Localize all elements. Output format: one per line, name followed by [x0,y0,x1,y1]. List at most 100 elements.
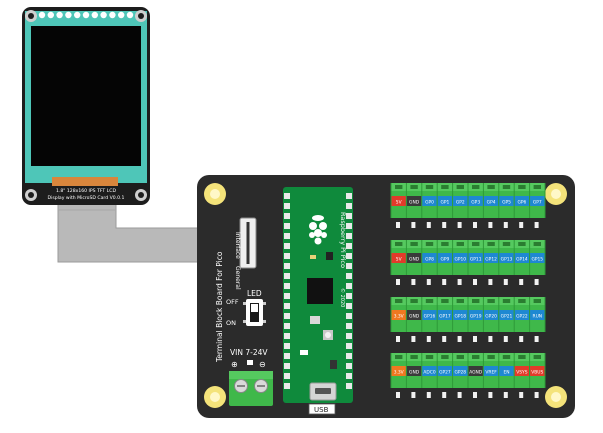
screw-slot[interactable] [518,242,526,246]
screw-slot[interactable] [533,299,541,303]
pin-label-chip [499,196,514,206]
screw-slot[interactable] [425,299,434,303]
screw-slot[interactable] [410,355,418,359]
pico-year: © 2020 [339,288,346,307]
pico-pin [346,363,352,369]
pin-label-chip [499,253,514,263]
terminal-pin [442,279,447,285]
screw-slot[interactable] [395,299,403,303]
screw-slot[interactable] [518,185,526,189]
pin-label: GP8 [425,256,434,262]
screw-slot[interactable] [518,299,526,303]
screw-slot[interactable] [533,355,541,359]
terminal-pin [519,392,524,398]
header-pin-hole [100,11,107,19]
on-label: ON [226,319,236,327]
pin-label: GP3 [471,199,480,205]
pin-label: VSYS [516,369,527,375]
usb-port[interactable] [309,382,337,401]
pin-label-chip [483,366,499,376]
screw-slot[interactable] [502,185,511,189]
led-switch[interactable] [243,299,266,326]
screw-slot[interactable] [441,185,449,189]
pin-label-chip [514,253,530,263]
pin-label-chip [406,366,422,376]
pico-pin [346,333,352,339]
pico-pin [284,383,290,389]
pin-label-chip [422,196,437,206]
terminal-pin [534,336,539,342]
lcd-label-line1: 1.8" 128x160 IPS TFT LCD [56,188,116,194]
screw-slot[interactable] [410,299,418,303]
pin-label: GP15 [531,256,543,262]
terminal-pin [488,222,493,228]
terminal-pin [442,222,447,228]
screw-slot[interactable] [456,355,464,359]
screw-slot[interactable] [441,299,449,303]
screw-slot[interactable] [425,355,434,359]
pico-pin [346,223,352,229]
standoff-bottom-right [545,386,567,408]
vin-screw-terminal[interactable] [229,371,273,406]
screw-slot[interactable] [518,355,526,359]
screw-slot[interactable] [502,242,511,246]
screw-slot[interactable] [472,355,480,359]
off-label: OFF [226,298,239,306]
pin-label: ADC0 [423,369,435,375]
screw-slot[interactable] [487,355,495,359]
pin-label: GP13 [501,256,513,262]
screw-slot[interactable] [425,185,434,189]
pin-label: GP0 [425,199,434,205]
pico-pin [284,243,290,249]
screw-slot[interactable] [487,299,495,303]
pin-label-chip [530,196,545,206]
pico-pin [284,353,290,359]
terminal-pin [503,222,508,228]
header-pin-hole [74,11,81,19]
screw-slot[interactable] [410,185,418,189]
pin-label: GP21 [501,313,513,319]
pico-pin [284,233,290,239]
pin-label-chip [453,196,468,206]
screw-slot[interactable] [502,299,511,303]
screw-slot[interactable] [472,299,480,303]
terminal-pin [426,392,431,398]
screw-slot[interactable] [395,185,403,189]
screw-slot[interactable] [487,185,495,189]
screw-slot[interactable] [395,355,403,359]
pin-label: GP10 [454,256,466,262]
screw-slot[interactable] [456,242,464,246]
terminal-pin [411,392,416,398]
pico-pin [284,313,290,319]
screw-slot[interactable] [533,242,541,246]
lcd-module: 1.8" 128x160 IPS TFT LCD Display with Mi… [22,7,150,205]
screw-slot[interactable] [441,242,449,246]
pin-label-chip [391,310,406,320]
screw-slot[interactable] [472,185,480,189]
screw-slot[interactable] [487,242,495,246]
terminal-pin [396,336,400,342]
vin-plus-sign: ⊕ [231,360,238,369]
pico-pin [346,273,352,279]
terminal-pin [534,392,539,398]
pin-label: VREF [485,369,497,375]
screw-slot[interactable] [425,242,434,246]
pin-label: GP22 [516,313,528,319]
terminal-pin [426,336,431,342]
screw-slot[interactable] [395,242,403,246]
screw-slot[interactable] [410,242,418,246]
pin-label: EN [503,369,509,375]
terminal-pin [426,222,431,228]
screw-slot[interactable] [502,355,511,359]
screw-slot[interactable] [533,185,541,189]
pin-label-chip [499,366,514,376]
pico-pin [284,203,290,209]
pico-pin [346,293,352,299]
pin-label: GP17 [439,313,451,319]
screw-slot[interactable] [441,355,449,359]
screw-slot[interactable] [456,185,464,189]
pico-pin [284,283,290,289]
pin-label: GP11 [470,256,482,262]
screw-slot[interactable] [456,299,464,303]
screw-slot[interactable] [472,242,480,246]
